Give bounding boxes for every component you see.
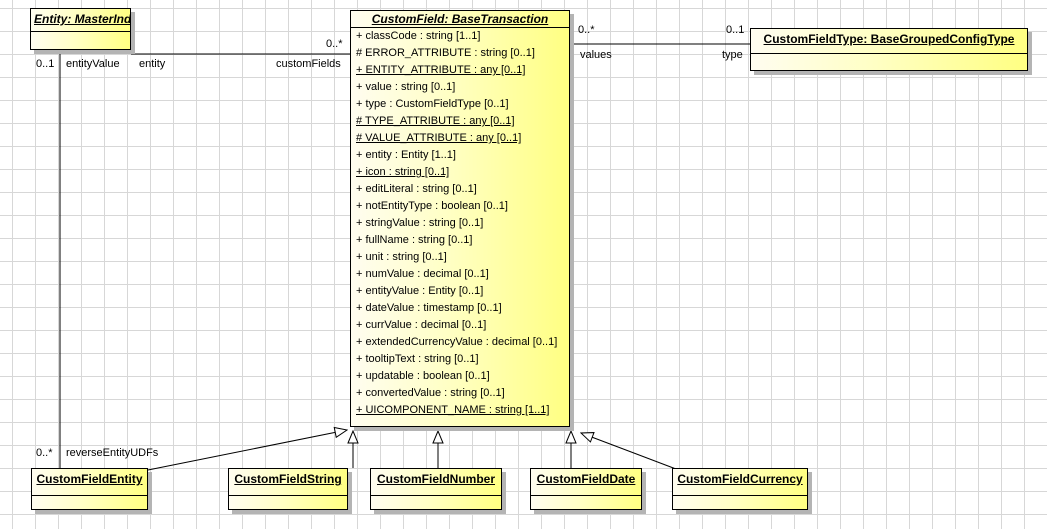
attribute-row[interactable]: + classCode : string [1..1]	[356, 30, 481, 42]
uml-class-customfieldstring[interactable]: CustomFieldString	[228, 468, 348, 510]
attribute-row[interactable]: + unit : string [0..1]	[356, 251, 447, 263]
attribute-row[interactable]: + UICOMPONENT_NAME : string [1..1]	[356, 404, 550, 416]
multiplicity-label-values: 0..*	[578, 24, 595, 36]
attribute-row[interactable]: # VALUE_ATTRIBUTE : any [0..1]	[356, 132, 522, 144]
attribute-row[interactable]: # TYPE_ATTRIBUTE : any [0..1]	[356, 115, 515, 127]
class-title: CustomFieldNumber	[371, 469, 501, 496]
role-label-customfields: customFields	[276, 58, 341, 70]
class-title: CustomFieldString	[229, 469, 347, 496]
class-title: CustomFieldType: BaseGroupedConfigType	[751, 29, 1027, 54]
attribute-row[interactable]: + icon : string [0..1]	[356, 166, 450, 178]
multiplicity-label-type: 0..1	[726, 24, 745, 36]
uml-class-entity-masterindex[interactable]: Entity: MasterIndex	[30, 8, 131, 50]
class-title: Entity: MasterIndex	[31, 9, 130, 32]
attribute-row[interactable]: + type : CustomFieldType [0..1]	[356, 98, 509, 110]
multiplicity-label-entityvalue: 0..1	[36, 58, 55, 70]
role-label-values: values	[580, 49, 612, 61]
generalization-customfieldentity[interactable]	[147, 430, 347, 471]
class-title: CustomFieldCurrency	[673, 469, 807, 496]
attribute-row[interactable]: + extendedCurrencyValue : decimal [0..1]	[356, 336, 558, 348]
role-label-reverseentityudfs: reverseEntityUDFs	[66, 447, 159, 459]
multiplicity-label-reverseentityudfs: 0..*	[36, 447, 53, 459]
attribute-row[interactable]: + updatable : boolean [0..1]	[356, 370, 490, 382]
role-label-type: type	[722, 49, 743, 61]
attribute-compartment: + classCode : string [1..1] # ERROR_ATTR…	[351, 28, 569, 419]
attribute-row[interactable]: # ERROR_ATTRIBUTE : string [0..1]	[356, 47, 535, 59]
attribute-row[interactable]: + entity : Entity [1..1]	[356, 149, 456, 161]
attribute-row[interactable]: + fullName : string [0..1]	[356, 234, 473, 246]
attribute-row[interactable]: + ENTITY_ATTRIBUTE : any [0..1]	[356, 64, 526, 76]
attribute-row[interactable]: + value : string [0..1]	[356, 81, 456, 93]
attribute-row[interactable]: + notEntityType : boolean [0..1]	[356, 200, 508, 212]
class-title: CustomField: BaseTransaction	[351, 11, 569, 28]
attribute-row[interactable]: + numValue : decimal [0..1]	[356, 268, 489, 280]
attribute-row[interactable]: + currValue : decimal [0..1]	[356, 319, 487, 331]
generalization-customfieldcurrency[interactable]	[581, 433, 677, 470]
class-title: CustomFieldEntity	[32, 469, 147, 496]
uml-class-customfieldnumber[interactable]: CustomFieldNumber	[370, 468, 502, 510]
attribute-row[interactable]: + convertedValue : string [0..1]	[356, 387, 505, 399]
attribute-row[interactable]: + editLiteral : string [0..1]	[356, 183, 477, 195]
attribute-row[interactable]: + tooltipText : string [0..1]	[356, 353, 479, 365]
class-title: CustomFieldDate	[531, 469, 641, 496]
uml-class-customfieldcurrency[interactable]: CustomFieldCurrency	[672, 468, 808, 510]
uml-class-customfieldentity[interactable]: CustomFieldEntity	[31, 468, 148, 510]
uml-class-customfieldtype[interactable]: CustomFieldType: BaseGroupedConfigType	[750, 28, 1028, 71]
uml-class-customfielddate[interactable]: CustomFieldDate	[530, 468, 642, 510]
attribute-row[interactable]: + dateValue : timestamp [0..1]	[356, 302, 502, 314]
attribute-row[interactable]: + entityValue : Entity [0..1]	[356, 285, 484, 297]
role-label-entity: entity	[139, 58, 166, 70]
multiplicity-label-customfields: 0..*	[326, 38, 343, 50]
role-label-entityvalue: entityValue	[66, 58, 120, 70]
uml-class-customfield-basetransaction[interactable]: CustomField: BaseTransaction + classCode…	[350, 10, 570, 427]
attribute-row[interactable]: + stringValue : string [0..1]	[356, 217, 484, 229]
